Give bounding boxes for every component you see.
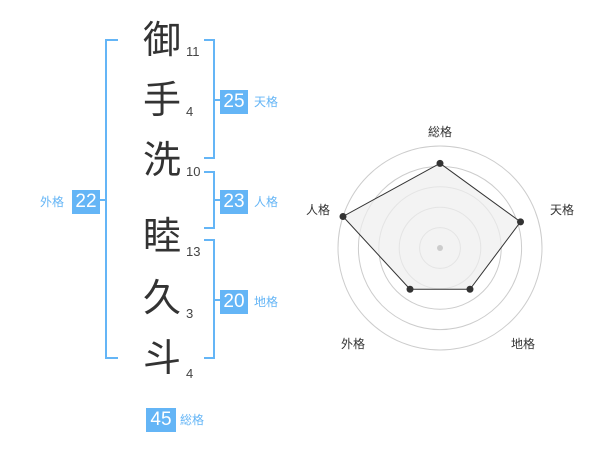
radar-axis-tenkaku: 天格 (550, 203, 575, 217)
stroke-count-1: 11 (186, 44, 200, 59)
jinkaku-label: 人格 (254, 195, 279, 209)
name-char-3: 洗 (142, 138, 181, 182)
radar-axis-jinkaku: 人格 (306, 203, 331, 217)
radar-center-dot (437, 245, 443, 251)
name-char-4: 睦 (142, 214, 181, 258)
radar-axis-soukaku: 総格 (428, 125, 453, 139)
name-char-6: 斗 (142, 336, 181, 380)
stroke-count-2: 4 (186, 104, 194, 119)
name-char-2: 手 (142, 78, 181, 122)
radar-point-5 (339, 212, 347, 220)
stroke-count-5: 3 (186, 306, 194, 321)
name-char-5: 久 (142, 276, 181, 320)
radar-point-3 (466, 285, 474, 293)
radar-point-4 (406, 285, 414, 293)
radar-polygon (342, 162, 522, 290)
tenkaku-score: 25 (220, 90, 248, 114)
chikaku-label: 地格 (254, 295, 279, 309)
chikaku-score: 20 (220, 290, 248, 314)
radar-axis-chikaku: 地格 (511, 337, 536, 351)
stroke-count-6: 4 (186, 366, 194, 381)
stroke-count-4: 13 (186, 244, 201, 259)
radar-point-2 (517, 218, 525, 226)
name-char-1: 御 (142, 18, 181, 62)
gaikaku-score: 22 (72, 190, 100, 214)
soukaku-label: 総格 (180, 413, 205, 427)
gaikaku-label: 外格 (40, 195, 65, 209)
tenkaku-label: 天格 (254, 95, 279, 109)
radar-axis-gaikaku: 外格 (341, 337, 366, 351)
jinkaku-score: 23 (220, 190, 248, 214)
radar-point-1 (436, 159, 444, 167)
soukaku-score: 45 (146, 408, 176, 432)
stroke-count-3: 10 (186, 164, 201, 179)
